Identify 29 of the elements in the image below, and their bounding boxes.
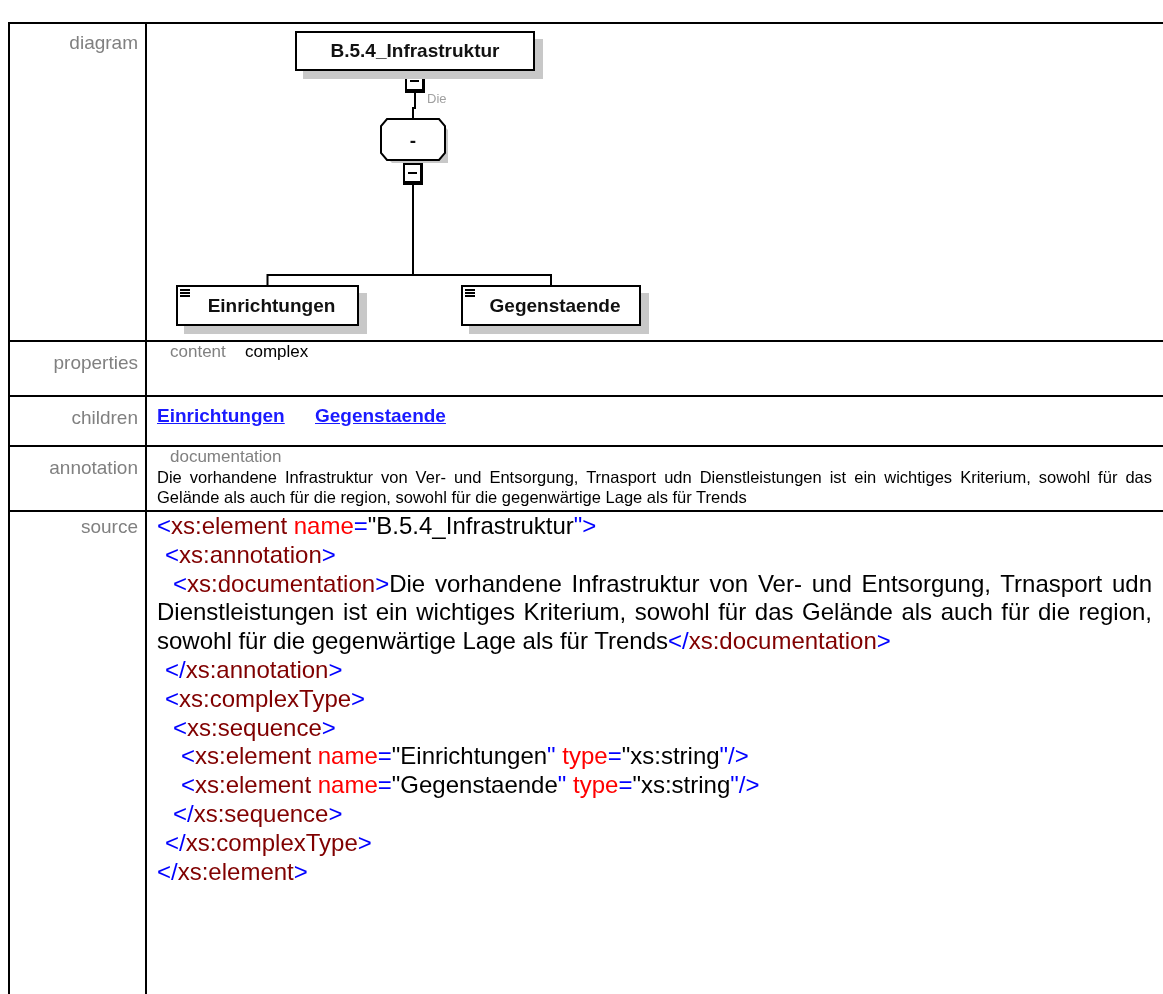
code-line: </xs:complexType> xyxy=(164,828,373,858)
code-line: <xs:element name="Einrichtungen" type="xs:string"/> xyxy=(180,742,750,772)
child-link: Einrichtungen xyxy=(157,405,285,427)
code-line: <xs:sequence> xyxy=(172,713,337,743)
child-link: Gegenstaende xyxy=(315,405,446,427)
code-line: </xs:element> xyxy=(157,857,309,887)
documentation-text: Die vorhandene Infrastruktur von Ver- und Entsorgung, Trnasport udn Dienstleistungen ist ein wichtiges Kriterium, sowohl für das Gelände als auch für die region, sowohl für die gegenwärtige Lage als für Trends xyxy=(157,467,1152,507)
row-label: annotation xyxy=(48,457,138,479)
row-label: diagram xyxy=(68,32,138,54)
code-line: <xs:annotation> xyxy=(164,540,337,570)
code-line: <xs:element name="Gegenstaende" type="xs:string"/> xyxy=(180,771,761,800)
code-line: <xs:element name="B.5.4_Infrastruktur"> xyxy=(157,512,598,541)
row-label: children xyxy=(70,407,138,429)
code-line: <xs:documentation>Die vorhandene Infrastruktur von Ver- und Entsorgung, Trnasport udn Dienstleistungen ist ein wichtiges Kriterium, sowohl für das Gelände als auch für die region, sowohl für die gegenwärtige Lage als für Trends</xs:documentation> xyxy=(157,569,1152,656)
element-name: Einrichtungen xyxy=(207,294,336,317)
element-name: B.5.4_Infrastruktur xyxy=(330,40,500,62)
compositor-label: - xyxy=(409,129,417,152)
field-value: complex xyxy=(245,342,309,362)
connector-line xyxy=(412,184,552,286)
element-name: Gegenstaende xyxy=(489,294,621,317)
code-line: </xs:annotation> xyxy=(164,656,344,685)
row-label: source xyxy=(79,516,138,538)
code-line: </xs:sequence> xyxy=(172,799,344,829)
field-label: content xyxy=(170,342,226,362)
field-label: documentation xyxy=(170,447,282,467)
connector-line xyxy=(412,92,416,119)
row-label: properties xyxy=(52,352,138,374)
code-line: <xs:complexType> xyxy=(164,684,367,714)
annotation-preview: Die xyxy=(427,91,447,106)
